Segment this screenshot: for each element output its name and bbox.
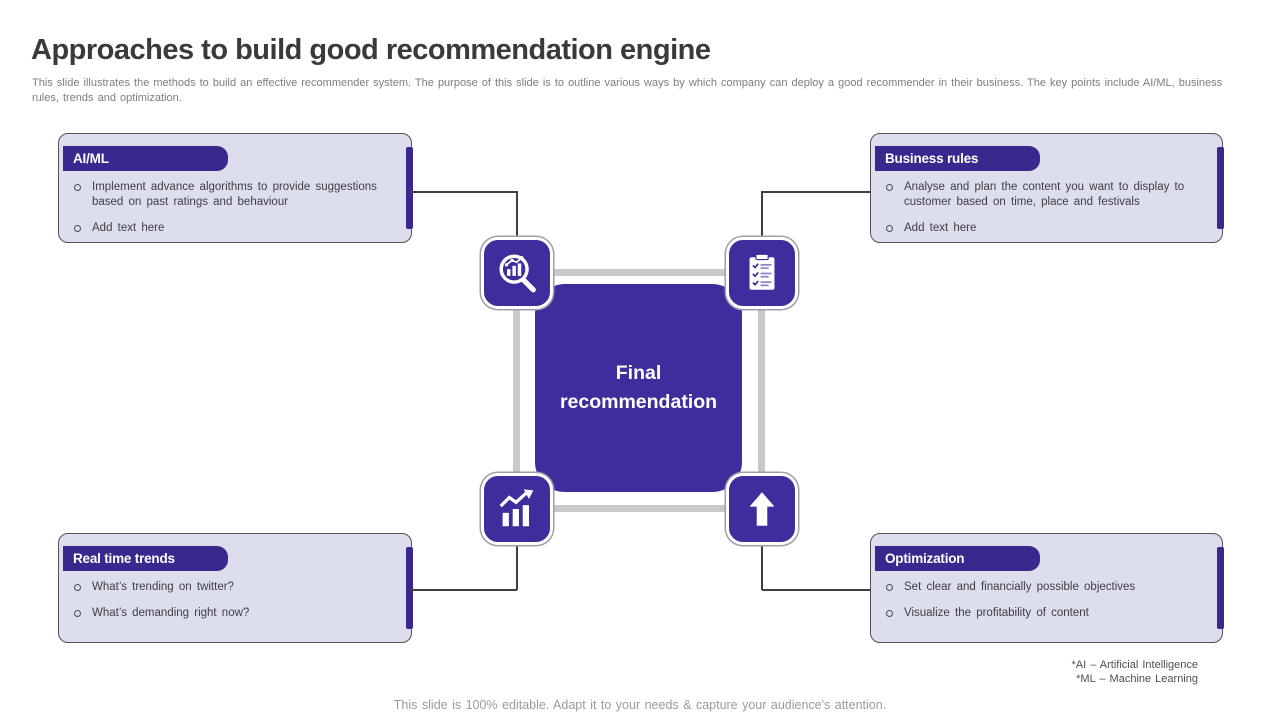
icon-tile-real-time-trends	[481, 473, 553, 545]
bullet-list: Analyse and plan the content you want to…	[883, 180, 1200, 247]
connector-line-aiml	[410, 191, 517, 193]
node-box-aiml: AI/ML Implement advance algorithms to pr…	[58, 133, 413, 243]
bullet-marker	[74, 584, 81, 591]
node-tab-optimization: Optimization	[875, 546, 1040, 571]
bullet-marker	[886, 610, 893, 617]
bullet-text: Implement advance algorithms to provide …	[92, 181, 377, 208]
bullet-item: Analyse and plan the content you want to…	[883, 180, 1200, 210]
bullet-marker	[886, 584, 893, 591]
bullet-list: Implement advance algorithms to provide …	[71, 180, 389, 247]
bullet-marker	[886, 184, 893, 191]
node-box-business-rules: Business rules Analyse and plan the cont…	[870, 133, 1224, 243]
checklist-icon	[739, 250, 785, 296]
final-recommendation-label: Final recommendation	[559, 362, 718, 413]
node-title: Business rules	[885, 151, 979, 166]
bullet-item: Add text here	[883, 221, 1200, 236]
bullet-list: Set clear and financially possible objec…	[883, 580, 1200, 632]
bullet-marker	[74, 184, 81, 191]
bullet-item: What’s trending on twitter?	[71, 580, 389, 595]
search-analytics-icon	[494, 250, 540, 296]
bullet-text: What’s trending on twitter?	[92, 581, 234, 593]
bullet-list: What’s trending on twitter? What’s deman…	[71, 580, 389, 632]
bullet-text: What’s demanding right now?	[92, 607, 250, 619]
footnotes: *AI – Artificial Intelligence *ML – Mach…	[1071, 658, 1198, 686]
slide-subtitle: This slide illustrates the methods to bu…	[32, 77, 1223, 104]
node-title: Real time trends	[73, 551, 175, 566]
connector-line-optimization	[762, 589, 871, 591]
connector-line-business-rules	[763, 191, 871, 193]
connector-square	[513, 269, 765, 512]
node-box-optimization: Optimization Set clear and financially p…	[870, 533, 1224, 643]
trend-chart-icon	[494, 486, 540, 532]
bullet-text: Add text here	[92, 222, 165, 234]
node-tab-aiml: AI/ML	[63, 146, 228, 171]
connector-line-aiml	[516, 191, 518, 238]
connector-line-real-time-trends	[410, 589, 517, 591]
bullet-text: Analyse and plan the content you want to…	[904, 181, 1185, 208]
page-title: Approaches to build good recommendation …	[31, 34, 711, 66]
footnote-ml: *ML – Machine Learning	[1076, 673, 1198, 685]
node-tab-business-rules: Business rules	[875, 146, 1040, 171]
node-title: AI/ML	[73, 151, 109, 166]
bullet-item: Visualize the profitability of content	[883, 606, 1200, 621]
icon-tile-optimization	[726, 473, 798, 545]
bullet-marker	[74, 610, 81, 617]
footnote-ai: *AI – Artificial Intelligence	[1071, 659, 1198, 671]
connector-line-business-rules	[761, 191, 763, 238]
bullet-item: Implement advance algorithms to provide …	[71, 180, 389, 210]
icon-tile-business-rules	[726, 237, 798, 309]
bullet-marker	[886, 225, 893, 232]
up-arrow-icon	[739, 486, 785, 532]
bullet-text: Set clear and financially possible objec…	[904, 581, 1136, 593]
final-recommendation-box: Final recommendation	[535, 284, 742, 492]
connector-line-real-time-trends	[516, 544, 518, 590]
bullet-text: Add text here	[904, 222, 977, 234]
slide-footer-note: This slide is 100% editable. Adapt it to…	[393, 698, 887, 712]
node-title: Optimization	[885, 551, 965, 566]
bullet-marker	[74, 225, 81, 232]
node-box-real-time-trends: Real time trends What’s trending on twit…	[58, 533, 413, 643]
bullet-item: What’s demanding right now?	[71, 606, 389, 621]
connector-line-optimization	[761, 544, 763, 590]
bullet-item: Set clear and financially possible objec…	[883, 580, 1200, 595]
bullet-text: Visualize the profitability of content	[904, 607, 1089, 619]
node-tab-real-time-trends: Real time trends	[63, 546, 228, 571]
bullet-item: Add text here	[71, 221, 389, 236]
icon-tile-aiml	[481, 237, 553, 309]
